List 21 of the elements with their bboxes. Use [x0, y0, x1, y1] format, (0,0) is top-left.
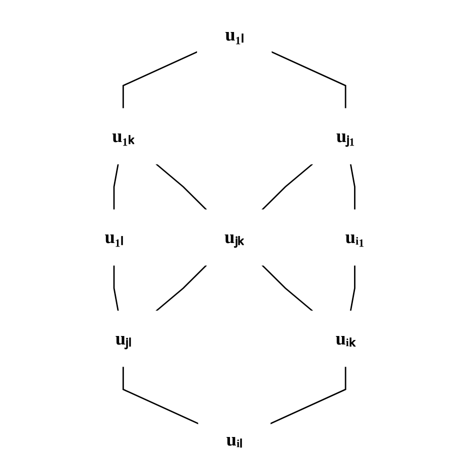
connector	[350, 265, 356, 312]
connector	[122, 51, 198, 109]
node-text: uⱼ₁	[336, 126, 355, 146]
node-text: uᵢ₁	[345, 227, 364, 248]
connector	[156, 163, 207, 210]
node-text: u₁ₖ	[112, 126, 134, 146]
node-text: uⱼₖ	[224, 227, 244, 248]
connector	[113, 265, 119, 312]
connector	[270, 51, 346, 109]
connector	[122, 366, 199, 424]
node-text: u₁ₗ	[225, 24, 244, 46]
node-text: uᵢₗ	[226, 430, 243, 450]
connector	[262, 163, 314, 210]
node-text: u₁ₗ	[104, 227, 124, 248]
node-text: uⱼₗ	[115, 328, 132, 349]
connector	[113, 164, 119, 210]
connector	[270, 366, 346, 424]
connector	[350, 164, 356, 210]
node-text: uᵢₖ	[336, 328, 356, 349]
connector	[262, 264, 314, 312]
connector	[156, 264, 207, 312]
